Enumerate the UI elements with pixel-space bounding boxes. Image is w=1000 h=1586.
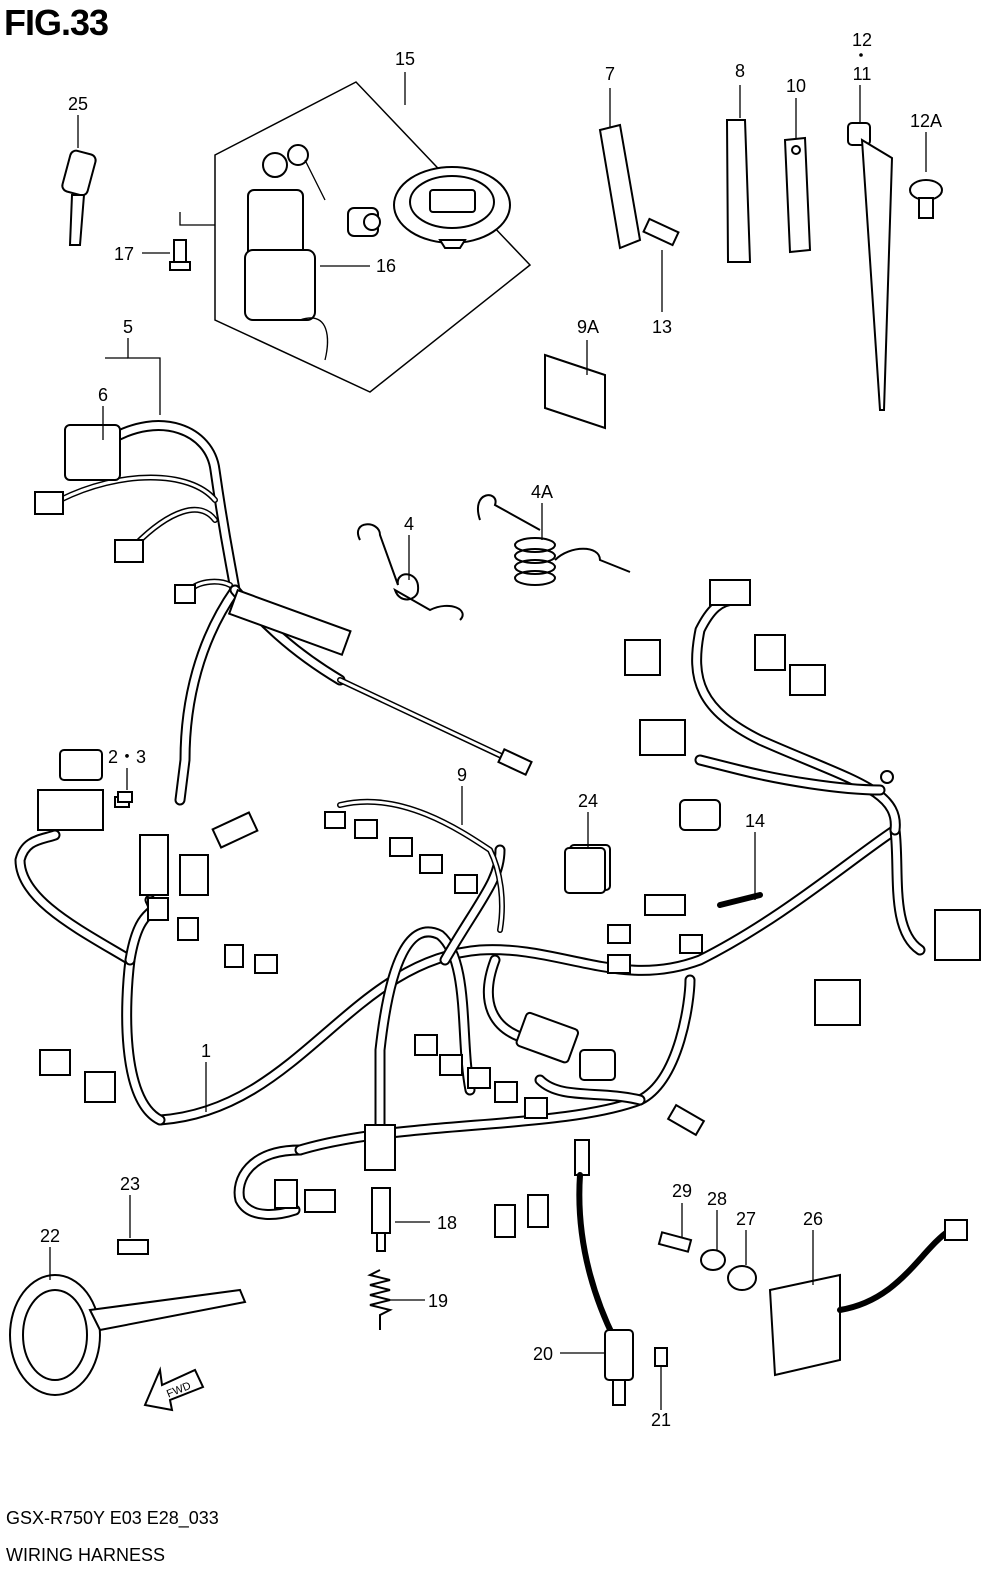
part-7-clamp [598,123,642,250]
part-8-clamp [725,119,752,263]
callout-20: 20 [533,1344,553,1364]
callout-14: 14 [745,811,765,831]
callout-7: 7 [605,64,615,84]
callout-18: 18 [437,1213,457,1233]
callout-6: 6 [98,385,108,405]
callout-22: 22 [40,1226,60,1246]
part-18-switch [371,1187,391,1252]
part-28-washer [700,1249,726,1271]
part-19-spring [367,1269,393,1330]
fwd-arrow-icon: FWD [143,1366,205,1412]
part-26-sensor [768,1219,968,1377]
part-13-bolt [642,217,680,247]
callout-12: 12 [852,30,872,50]
part-24-relay [564,847,606,894]
callout-8: 8 [735,61,745,81]
part-9A-pad [544,353,606,430]
part-29-bolt [657,1231,693,1253]
callout-11: 11 [853,64,872,84]
part-11-cable-tie [847,122,894,411]
callout-23: 23 [120,1174,140,1194]
part-27-grommet [727,1265,757,1291]
callout-9A: 9A [577,317,599,337]
callout-5: 5 [123,317,133,337]
part-23-bolt [117,1239,149,1255]
part-20-switch [576,1172,634,1406]
part-4-spring [357,523,464,621]
figure-title: FIG.33 [4,2,109,43]
callout-labels: 15 7 8 10 12 11 12A 25 17 16 13 9A 5 6 4… [40,30,942,1430]
callout-26: 26 [803,1209,823,1229]
part-15-ignition-set [214,81,532,393]
callout-17: 17 [114,244,134,264]
callout-27: 27 [736,1209,756,1229]
callout-10: 10 [786,76,806,96]
part-4A-spring [477,494,631,586]
callout-28: 28 [707,1189,727,1209]
callout-13: 13 [652,317,672,337]
part-9-sub-harness [337,798,505,933]
part-25-key-blank [61,149,97,246]
callout-4: 4 [404,514,414,534]
callout-2-3: 2・3 [108,747,146,767]
part-17-screw [169,239,191,271]
part-21-screw [654,1347,668,1367]
callout-29: 29 [672,1181,692,1201]
part-12A-clip [909,179,943,219]
callout-19: 19 [428,1291,448,1311]
callout-15: 15 [395,49,415,69]
callout-12A: 12A [910,111,942,131]
callout-1: 1 [201,1041,211,1061]
callout-9: 9 [457,765,467,785]
callout-25: 25 [68,94,88,114]
part-5-sub-harness [57,420,513,806]
part-10-clamp [783,136,812,254]
diagram-name: WIRING HARNESS [6,1545,166,1565]
callout-16: 16 [376,256,396,276]
leader-lines [49,72,927,1410]
callout-24: 24 [578,791,598,811]
part-22-horn [9,1274,247,1396]
model-code: GSX-R750Y E03 E28_033 [6,1508,219,1528]
part-2-3-fuse [117,791,133,803]
part-1-main-harness [14,594,926,1220]
callout-21: 21 [651,1410,671,1430]
callout-4A: 4A [531,482,553,502]
